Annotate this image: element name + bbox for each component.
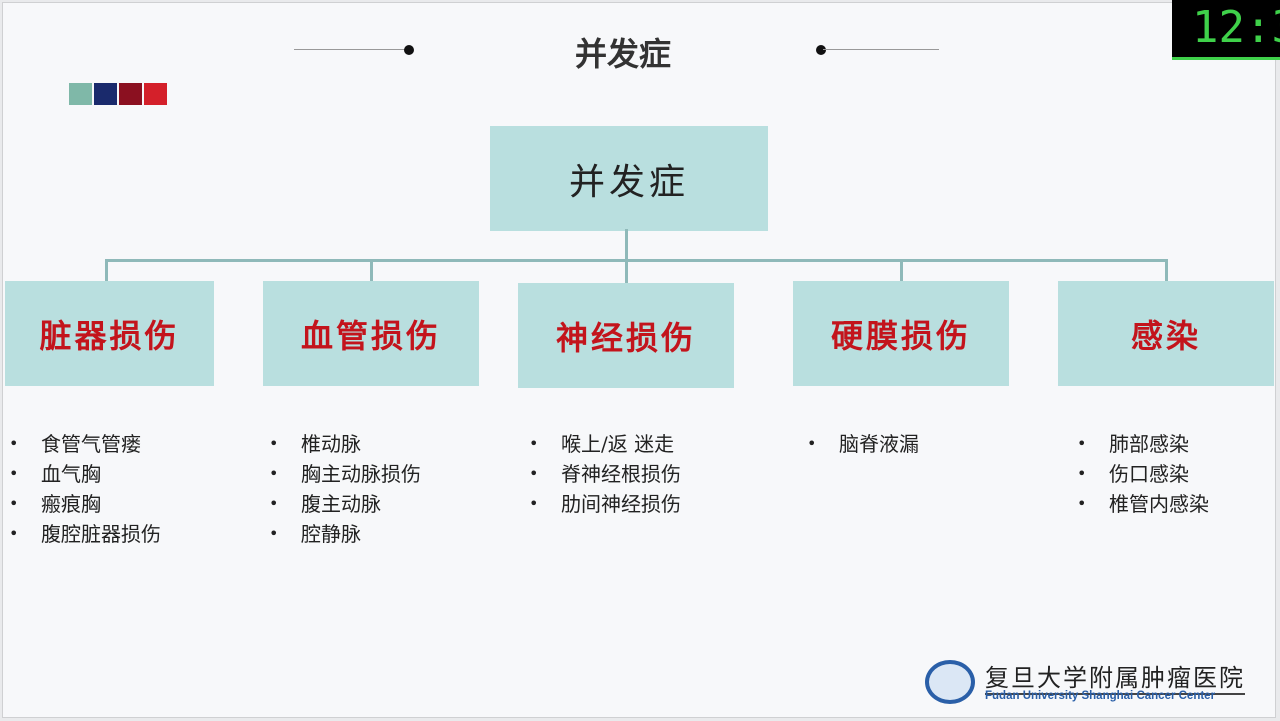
connector: [1165, 259, 1168, 281]
title-deco-dot-left: [404, 45, 414, 55]
list-vascular: •椎动脉 •胸主动脉损伤 •腹主动脉 •腔静脉: [269, 429, 421, 549]
logo-english-name: Fudan University Shanghai Cancer Center: [985, 690, 1216, 702]
category-box: 脏器损伤: [5, 281, 214, 386]
list-item: •脑脊液漏: [807, 432, 919, 456]
hospital-emblem-icon: [925, 660, 975, 704]
list-item: •瘢痕胸: [9, 492, 101, 516]
list-item: •胸主动脉损伤: [269, 462, 421, 486]
list-item: •肋间神经损伤: [529, 492, 681, 516]
list-item: •伤口感染: [1077, 462, 1189, 486]
list-organ: •食管气管瘘 •血气胸 •瘢痕胸 •腹腔脏器损伤: [9, 429, 161, 549]
connector: [900, 259, 903, 281]
list-item: •腔静脉: [269, 522, 361, 546]
connector: [370, 259, 373, 281]
list-item: •喉上/返 迷走: [529, 432, 675, 456]
list-item: •椎管内感染: [1077, 492, 1209, 516]
title-deco-line-right: [823, 49, 939, 50]
category-box: 血管损伤: [263, 281, 479, 386]
root-box: 并发症: [490, 126, 768, 231]
list-item: •肺部感染: [1077, 432, 1189, 456]
list-nerve: •喉上/返 迷走 •脊神经根损伤 •肋间神经损伤: [529, 429, 681, 519]
list-dura: •脑脊液漏: [807, 429, 919, 459]
category-box: 硬膜损伤: [793, 281, 1009, 386]
connector: [105, 259, 1167, 262]
list-item: •腹主动脉: [269, 492, 381, 516]
hospital-logo: 复旦大学附属肿瘤医院 Fudan University Shanghai Can…: [925, 658, 1255, 706]
list-item: •脊神经根损伤: [529, 462, 681, 486]
list-item: •食管气管瘘: [9, 432, 141, 456]
color-square-navy: [94, 83, 117, 105]
category-box: 感染: [1058, 281, 1274, 386]
color-square-red: [144, 83, 167, 105]
connector: [625, 229, 628, 261]
list-item: •腹腔脏器损伤: [9, 522, 161, 546]
slide-title: 并发症: [574, 35, 671, 73]
clock-overlay: 12:38: [1172, 0, 1280, 60]
list-item: •椎动脉: [269, 432, 361, 456]
category-box: 神经损伤: [518, 283, 734, 388]
connector: [105, 259, 108, 281]
title-deco-line-left: [294, 49, 406, 50]
color-square-darkred: [119, 83, 142, 105]
connector: [625, 259, 628, 283]
logo-chinese-name: 复旦大学附属肿瘤医院: [985, 658, 1245, 695]
color-square-teal: [69, 83, 92, 105]
title-deco-dot-right: [816, 45, 826, 55]
list-infection: •肺部感染 •伤口感染 •椎管内感染: [1077, 429, 1209, 519]
list-item: •血气胸: [9, 462, 101, 486]
